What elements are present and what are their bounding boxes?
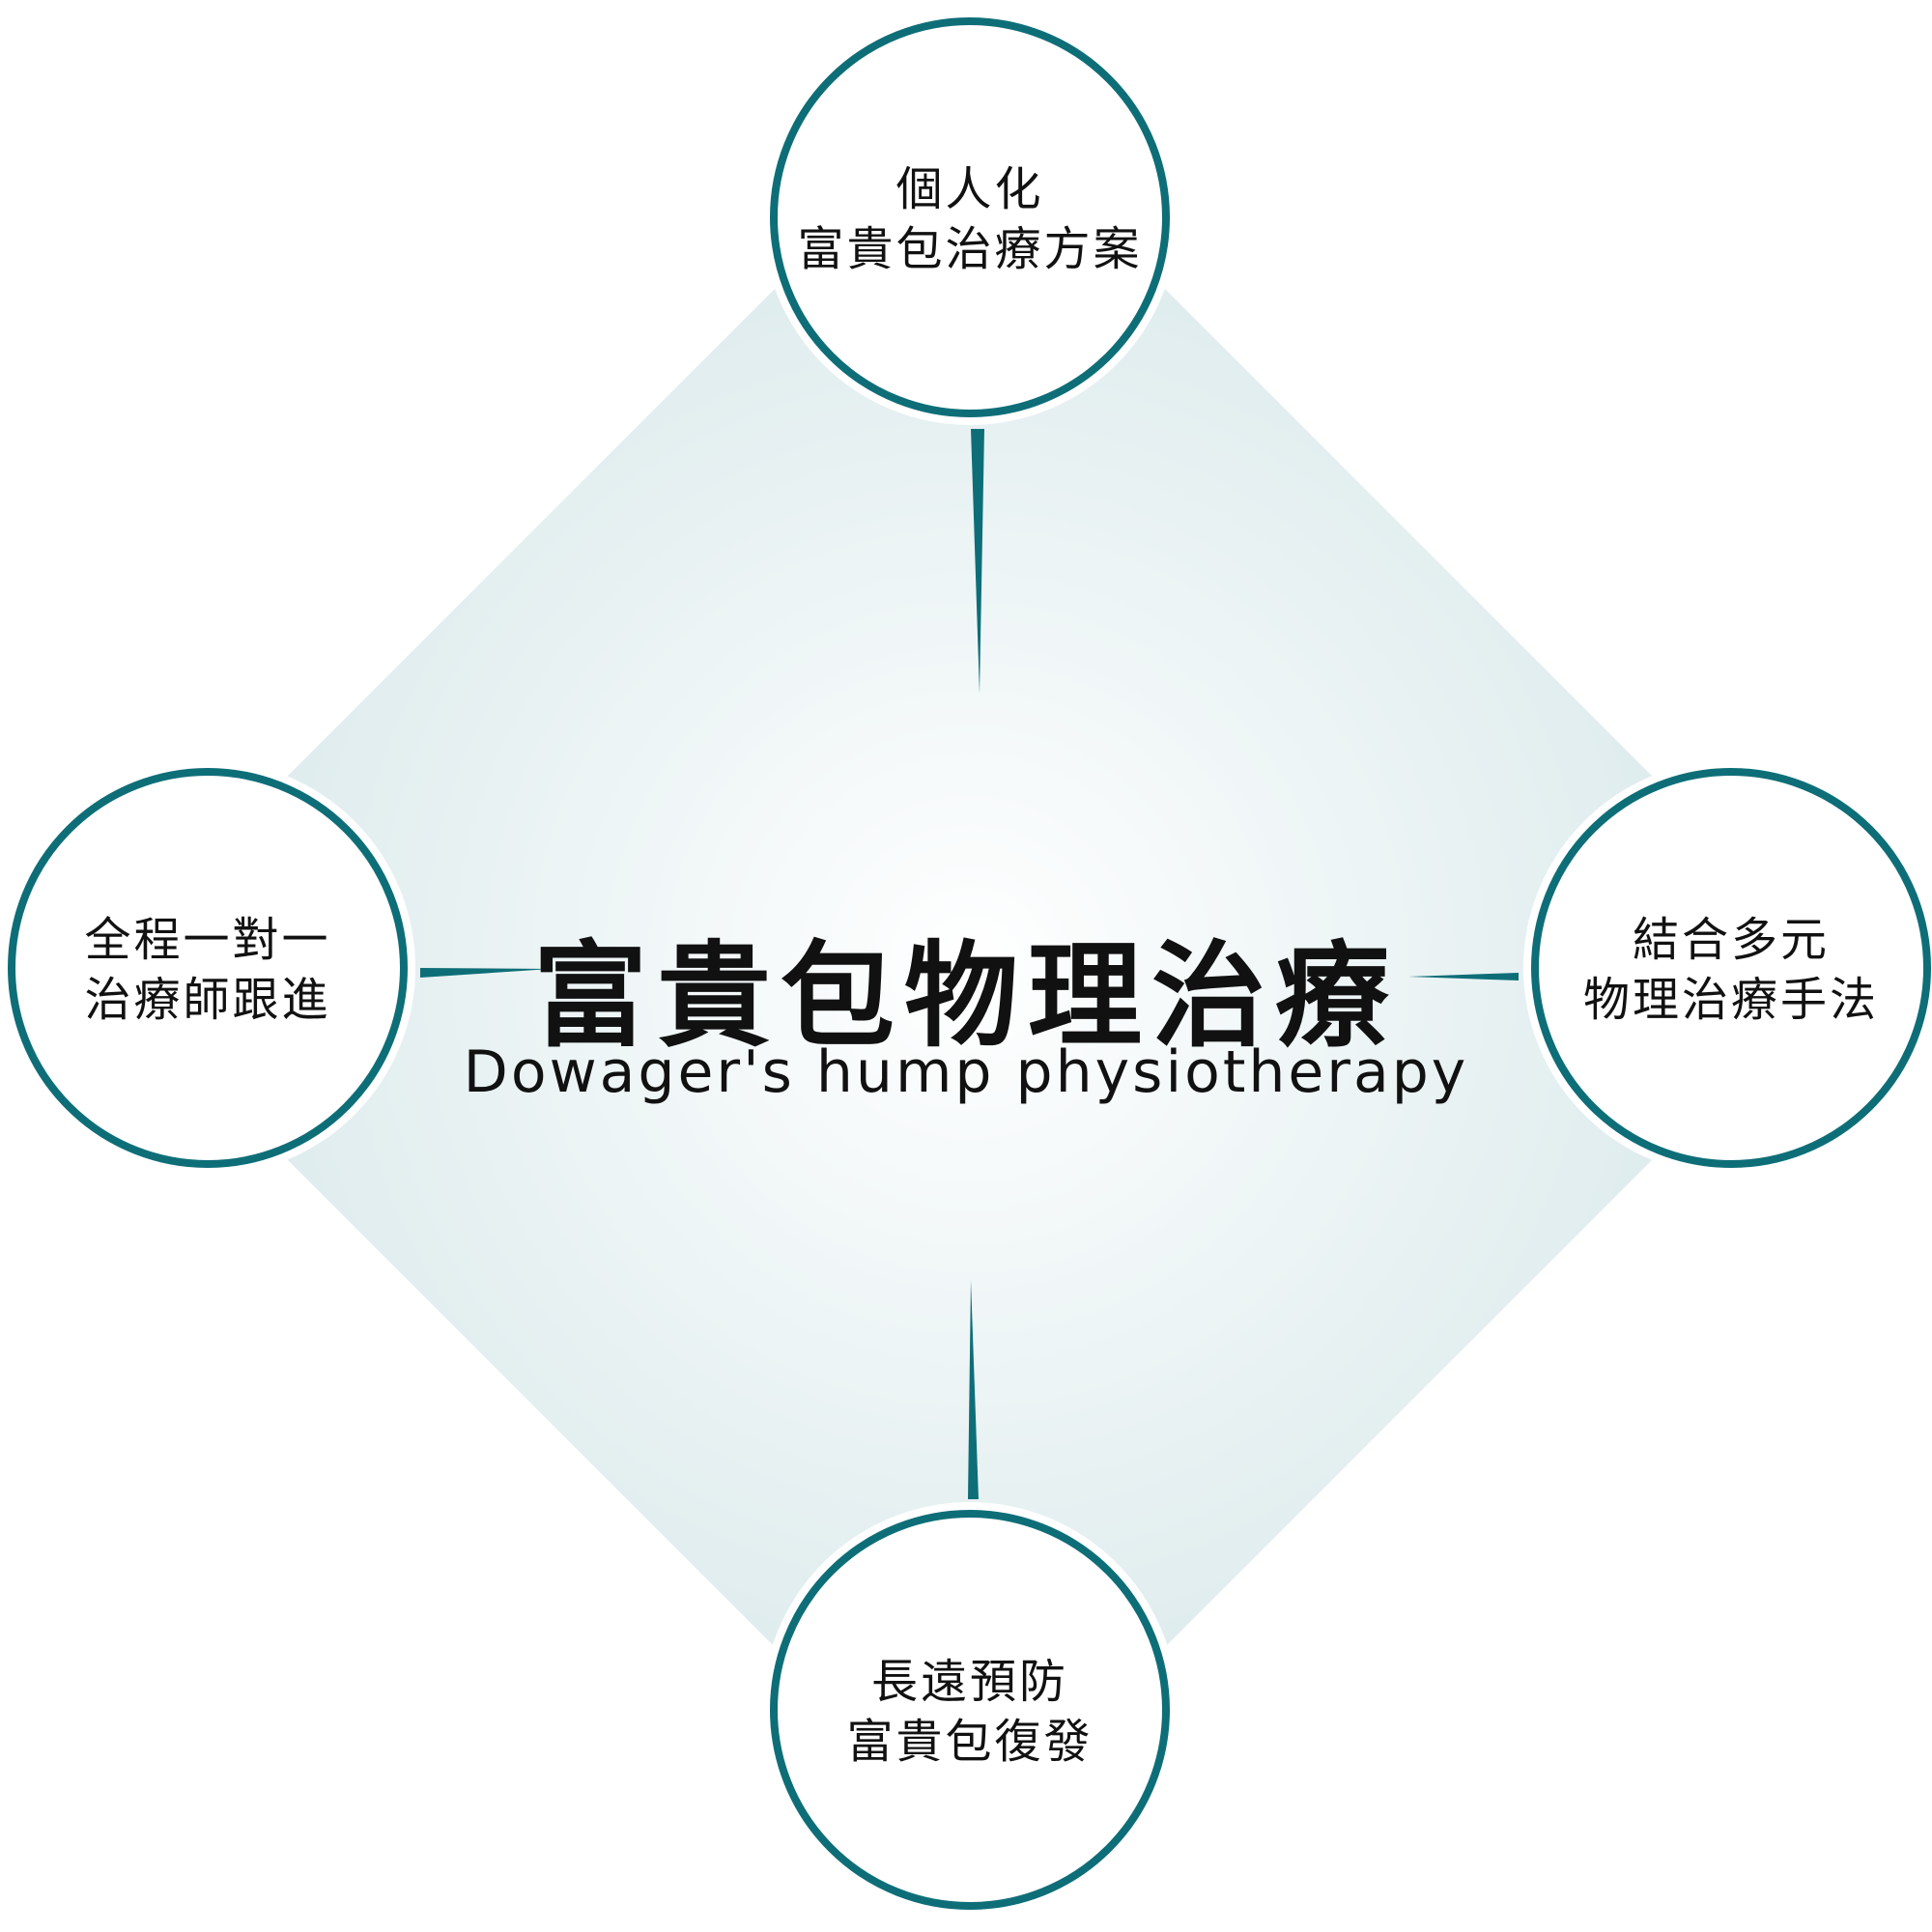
node-bottom-line1: 長遠預防 [870, 1657, 1068, 1708]
connector-right [1408, 973, 1519, 980]
node-right-line2: 物理治療手法 [1582, 975, 1879, 1026]
node-bottom-line2: 富貴包復發 [846, 1717, 1094, 1768]
circle-right [1523, 760, 1932, 1176]
node-right-text: 結合多元 物理治療手法 [1548, 911, 1915, 1031]
background-diamond [96, 94, 1844, 1842]
center-subtitle: Dowager's hump physiotherapy [463, 1038, 1469, 1106]
connector-bottom [968, 1280, 979, 1499]
node-bottom-text: 長遠預防 富貴包復發 [786, 1653, 1153, 1773]
node-top-line2: 富貴包治療方案 [797, 224, 1143, 275]
circle-bottom [762, 1502, 1178, 1918]
circle-left [0, 760, 415, 1176]
node-left-line1: 全程一對一 [84, 915, 331, 966]
connector-left [420, 968, 551, 978]
node-top-text: 個人化 富貴包治療方案 [786, 160, 1153, 280]
circle-top [762, 10, 1178, 425]
node-left-text: 全程一對一 治療師跟進 [24, 911, 391, 1031]
center-title: 富貴包物理治療 [532, 933, 1399, 1061]
connector-top [971, 429, 984, 694]
node-left-line2: 治療師跟進 [84, 975, 331, 1026]
node-top-line1: 個人化 [895, 164, 1044, 215]
node-right-line1: 結合多元 [1632, 915, 1830, 966]
